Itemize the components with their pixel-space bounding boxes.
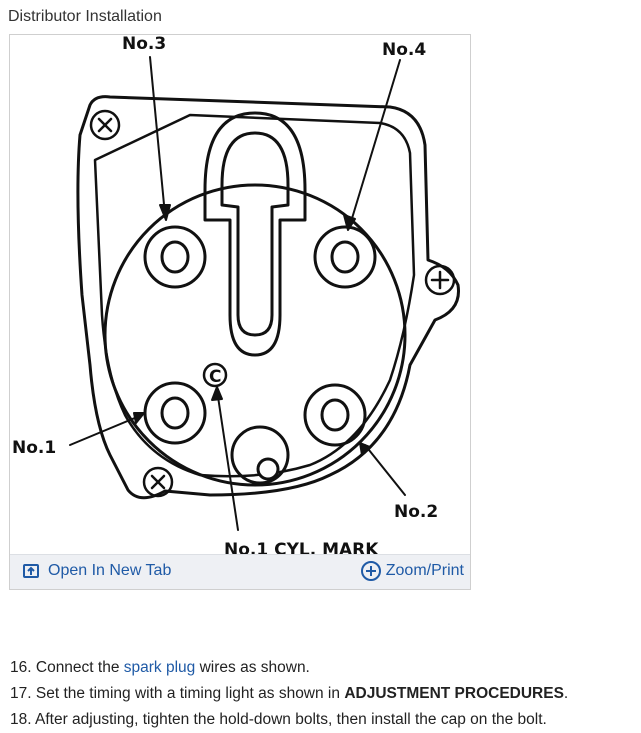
label-no2: No.2	[394, 502, 438, 522]
c-mark-text: C	[209, 367, 221, 387]
step-text: After adjusting, tighten the hold-down b…	[35, 711, 547, 728]
step-17: 17. Set the timing with a timing light a…	[10, 681, 635, 707]
step-text-after: wires as shown.	[195, 659, 310, 676]
distributor-diagram: C No.3 No.	[12, 35, 461, 555]
rotor-slot-inner	[220, 131, 290, 337]
cap-circle	[103, 183, 407, 487]
open-tab-icon	[23, 564, 39, 578]
step-number: 18.	[10, 711, 32, 728]
housing-inner	[93, 113, 416, 478]
step-text-before: Connect the	[35, 659, 124, 676]
open-in-new-tab-button[interactable]: Open In New Tab	[22, 562, 171, 580]
step-16: 16. Connect the spark plug wires as show…	[10, 655, 635, 681]
step-number: 17.	[10, 685, 32, 702]
figure-title: Distributor Installation	[8, 8, 162, 25]
terminal-no2	[303, 383, 367, 447]
spark-plug-link[interactable]: spark plug	[123, 659, 196, 676]
terminal-no1	[143, 381, 207, 445]
zoom-plus-icon	[360, 561, 381, 581]
bolt-top-left	[89, 109, 121, 141]
figure-toolbar: Open In New Tab Zoom/Print	[10, 554, 470, 589]
adjustment-procedures-ref: ADJUSTMENT PROCEDURES	[344, 685, 564, 702]
step-number: 16.	[10, 659, 32, 676]
bolt-right	[424, 264, 456, 296]
label-no4: No.4	[382, 40, 426, 60]
zoom-print-label: Zoom/Print	[385, 562, 464, 579]
terminal-no4	[313, 225, 377, 289]
c-mark-circle	[202, 362, 228, 388]
step-18: 18. After adjusting, tighten the hold-do…	[10, 707, 635, 733]
housing-outline	[76, 95, 461, 500]
figure-container: C No.3 No.	[9, 34, 471, 590]
lower-nub	[230, 425, 290, 485]
instruction-steps: 16. Connect the spark plug wires as show…	[10, 655, 635, 733]
leader-lines	[69, 56, 406, 531]
label-no1: No.1	[12, 438, 56, 458]
open-in-new-tab-label: Open In New Tab	[48, 562, 172, 579]
label-cyl-mark: No.1 CYL. MARK	[224, 540, 379, 555]
zoom-print-button[interactable]: Zoom/Print	[360, 560, 464, 582]
lower-nub-small	[256, 457, 280, 481]
label-no3: No.3	[122, 35, 166, 54]
rotor-slot-outer	[203, 111, 307, 357]
step-text-after: .	[563, 685, 569, 702]
terminal-no3	[143, 225, 207, 289]
bolt-bottom-left	[142, 466, 174, 498]
step-text-before: Set the timing with a timing light as sh…	[35, 685, 345, 702]
